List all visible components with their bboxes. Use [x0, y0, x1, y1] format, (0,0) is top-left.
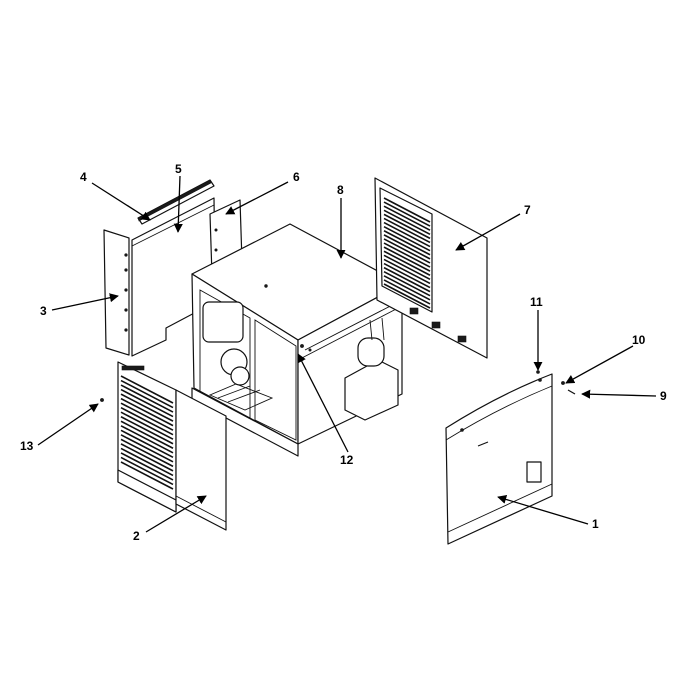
grille-slat — [120, 429, 174, 459]
left-side-panel — [103, 229, 130, 356]
grille-slat — [383, 234, 431, 260]
callout-10: 10 — [632, 333, 646, 347]
grille-slat — [383, 279, 431, 305]
grille-slat — [383, 271, 431, 297]
grille-slat — [383, 238, 431, 264]
grille-slat — [383, 266, 431, 293]
grille-slat — [120, 411, 174, 440]
callout-1: 1 — [592, 517, 599, 531]
grille-slat — [120, 406, 174, 436]
callout-12: 12 — [340, 453, 354, 467]
grille-slat — [383, 242, 431, 268]
grille-slat — [120, 384, 174, 413]
grille-slat — [120, 461, 174, 490]
ice-machine-main-unit — [191, 223, 403, 457]
grille-slat — [383, 283, 431, 309]
grille-slat — [120, 375, 174, 404]
grille-slat — [383, 250, 431, 276]
callout-5: 5 — [175, 162, 182, 176]
grille-slat — [383, 225, 431, 252]
grille-slat — [383, 262, 431, 289]
front-door-panel — [445, 373, 553, 545]
grille-slat — [383, 258, 431, 285]
callout-2: 2 — [133, 529, 140, 543]
callout-11: 11 — [530, 295, 543, 309]
callout-8: 8 — [337, 183, 344, 197]
grille-slat — [120, 456, 174, 486]
grille-slat — [383, 205, 431, 231]
callout-4: 4 — [80, 170, 87, 184]
grille-slat — [120, 452, 174, 481]
grille-slat — [120, 379, 174, 409]
grille-slat — [120, 402, 174, 431]
grille-slat — [120, 393, 174, 422]
grille-slat — [120, 388, 174, 418]
grille-slat — [120, 397, 174, 427]
grille-slat — [383, 246, 431, 272]
callout-6: 6 — [293, 170, 300, 184]
leader-lines — [37, 175, 657, 533]
grille-slat — [120, 443, 174, 472]
callout-3: 3 — [40, 304, 47, 318]
grille-slat — [120, 425, 174, 454]
grille-slat — [120, 416, 174, 445]
grille-slat — [383, 201, 431, 227]
grille-slat — [383, 197, 431, 223]
grille-slat — [120, 438, 174, 468]
grille-slat — [383, 230, 431, 256]
callout-labels: 1 2 3 4 5 6 7 8 9 10 11 12 13 — [20, 162, 667, 543]
callout-13: 13 — [20, 439, 34, 453]
callout-7: 7 — [524, 203, 531, 217]
grille-slat — [383, 221, 431, 248]
grille-slat — [383, 254, 431, 281]
front-left-grille-panel — [117, 361, 177, 513]
grille-slat — [383, 275, 431, 301]
grille-slat — [120, 434, 174, 463]
top-trim-strip — [137, 179, 215, 225]
screw-parts — [100, 370, 576, 402]
grille-slat — [120, 447, 174, 477]
front-lower-panel — [175, 389, 227, 531]
grille-slat — [383, 217, 431, 244]
grille-slat — [383, 213, 431, 240]
callout-9: 9 — [660, 389, 667, 403]
grille-slat — [120, 420, 174, 449]
grille-slat — [383, 209, 431, 235]
rear-panel — [374, 177, 488, 359]
